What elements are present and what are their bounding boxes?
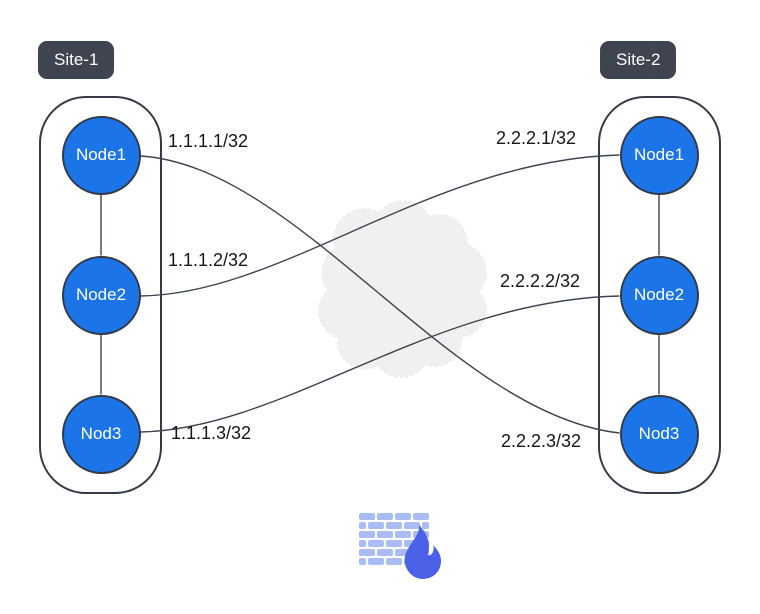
link-s1node2-s2node1[interactable] [140,154,620,297]
site-1-node-3[interactable]: Nod3 [61,394,141,474]
ip-label-s2-nod3: 2.2.2.3/32 [501,431,582,451]
firewall-icon[interactable] [359,513,441,579]
site-2-badge[interactable]: Site-2 [600,41,677,79]
flame-icon [404,525,441,579]
site-2-node-1[interactable]: Node1 [619,115,699,195]
site-2-node-3[interactable]: Nod3 [619,394,699,474]
link-s1nod3-s2node2[interactable] [140,295,620,433]
site-1-badge[interactable]: Site-1 [38,41,115,79]
cloud-icon[interactable] [319,201,486,377]
site-1-node-1[interactable]: Node1 [61,115,141,195]
link-s1node1-s2nod3[interactable] [140,155,620,434]
ip-label-s2-node2: 2.2.2.2/32 [500,271,581,291]
ip-label-s1-node1: 1.1.1.1/32 [168,131,249,151]
ip-label-s1-node2: 1.1.1.2/32 [168,250,249,270]
ip-label-s2-node1: 2.2.2.1/32 [496,128,577,148]
ip-label-s1-nod3: 1.1.1.3/32 [171,423,252,443]
site-1-node-2[interactable]: Node2 [61,255,141,335]
site-2-node-2[interactable]: Node2 [619,255,699,335]
firewall-bricks [359,513,429,565]
